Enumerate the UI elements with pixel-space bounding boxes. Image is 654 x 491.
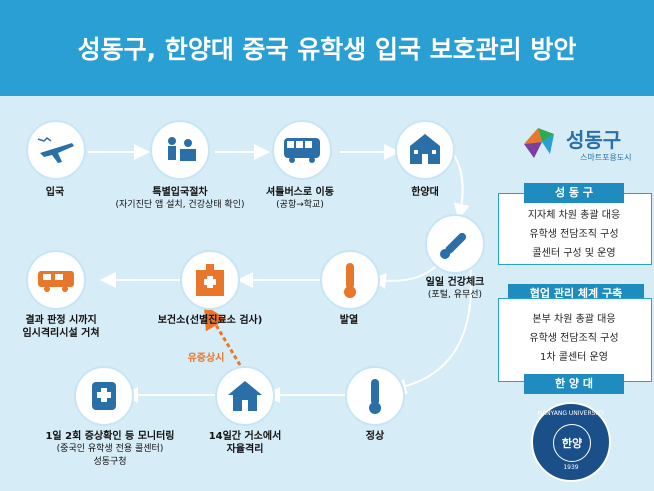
seongdong-item: 콜센터 구성 및 운영 xyxy=(532,248,616,259)
thermometer-check-icon xyxy=(425,214,485,274)
monitoring-label: 1일 2회 증상확인 등 모니터링 (중국인 유학생 전용 콜센터) 성동구청 xyxy=(10,430,210,469)
normal-thermometer-icon xyxy=(345,366,405,426)
seal-inner: 한양 xyxy=(553,424,591,462)
self-quarantine-label: 14일간 거소에서 자율격리 xyxy=(208,431,282,455)
checkpoint-icon xyxy=(150,120,210,180)
flow-lines xyxy=(88,144,472,403)
call-center-icon xyxy=(74,366,134,426)
normal-label: 정상 xyxy=(365,431,385,442)
flow-curve xyxy=(451,151,470,220)
logo-mark-icon xyxy=(524,128,554,158)
logo-tagline: 스마트포용도시 xyxy=(580,153,632,162)
seongdong-box-title: 성 동 구 xyxy=(524,183,624,203)
bus-icon xyxy=(272,120,332,180)
flow-curve xyxy=(390,261,472,395)
daily-check-title: 일일 건강체크 xyxy=(425,277,485,288)
seal-year: 1939 xyxy=(563,464,579,471)
clinic-label: 보건소(선별진료소 검사) xyxy=(157,315,263,326)
hanyang-label: 한양대 xyxy=(411,187,439,198)
seongdong-item: 지자체 차원 총괄 대응 xyxy=(527,210,621,221)
page-title: 성동구, 한양대 중국 유학생 입국 보호관리 방안 xyxy=(77,35,577,64)
entry-label: 입국 xyxy=(45,187,65,198)
header-banner: 성동구, 한양대 중국 유학생 입국 보호관리 방안 xyxy=(0,0,654,96)
shuttle-sub: (공항→학교) xyxy=(276,200,324,210)
seal-outer-text: HANYANG UNIVERSITY xyxy=(537,410,605,417)
university-icon xyxy=(395,120,455,180)
symptom-arrow xyxy=(203,304,242,366)
seal-center-text: 한양 xyxy=(561,437,583,450)
monitoring-sub2: 성동구청 xyxy=(93,457,127,467)
logo-name: 성동구 xyxy=(566,128,622,152)
shuttle-title: 셔틀버스로 이동 xyxy=(266,187,334,198)
special-entry-title: 특별입국절차 xyxy=(152,187,208,198)
seongdong-box xyxy=(498,193,652,265)
monitoring-title: 1일 2회 증상확인 등 모니터링 xyxy=(45,431,175,442)
hanyang-item: 1차 콜센터 운영 xyxy=(540,352,608,363)
hanyang-box-title: 한 양 대 xyxy=(524,374,624,394)
daily-check-sub: (포털, 유무선) xyxy=(427,290,483,300)
house-icon xyxy=(215,366,275,426)
fever-thermometer-icon xyxy=(320,250,380,310)
hanyang-box xyxy=(498,298,652,382)
airplane-icon xyxy=(26,120,86,180)
symptom-label: 유증상시 xyxy=(187,353,225,364)
special-entry-label: 특별입국절차 (자기진단 앱 설치, 건강상태 확인) xyxy=(90,186,270,212)
seongdong-item: 유학생 전담조직 구성 xyxy=(529,229,619,240)
fever-label: 발열 xyxy=(339,315,359,326)
daily-check-label: 일일 건강체크 (포털, 유무선) xyxy=(405,276,505,302)
hanyang-items: 본부 차원 총괄 대응 유학생 전담조직 구성 1차 콜센터 운영 xyxy=(498,310,650,367)
hanyang-item: 본부 차원 총괄 대응 xyxy=(532,314,616,325)
shuttle-label: 셔틀버스로 이동 (공항→학교) xyxy=(250,186,350,212)
monitoring-sub: (중국인 유학생 전용 콜센터) xyxy=(56,444,164,454)
seongdong-logo: 성동구 스마트포용도시 xyxy=(520,122,640,166)
hanyang-item: 유학생 전담조직 구성 xyxy=(529,333,619,344)
ambulance-icon xyxy=(26,250,86,310)
hanyang-seal: HANYANG UNIVERSITY 한양 1939 xyxy=(531,402,611,482)
quarantine-facility-label: 결과 판정 시까지 임시격리시설 거쳐 xyxy=(22,315,100,339)
hospital-icon xyxy=(180,250,240,310)
seongdong-items: 지자체 차원 총괄 대응 유학생 전담조직 구성 콜센터 구성 및 운영 xyxy=(498,206,650,263)
special-entry-sub: (자기진단 앱 설치, 건강상태 확인) xyxy=(115,200,245,210)
